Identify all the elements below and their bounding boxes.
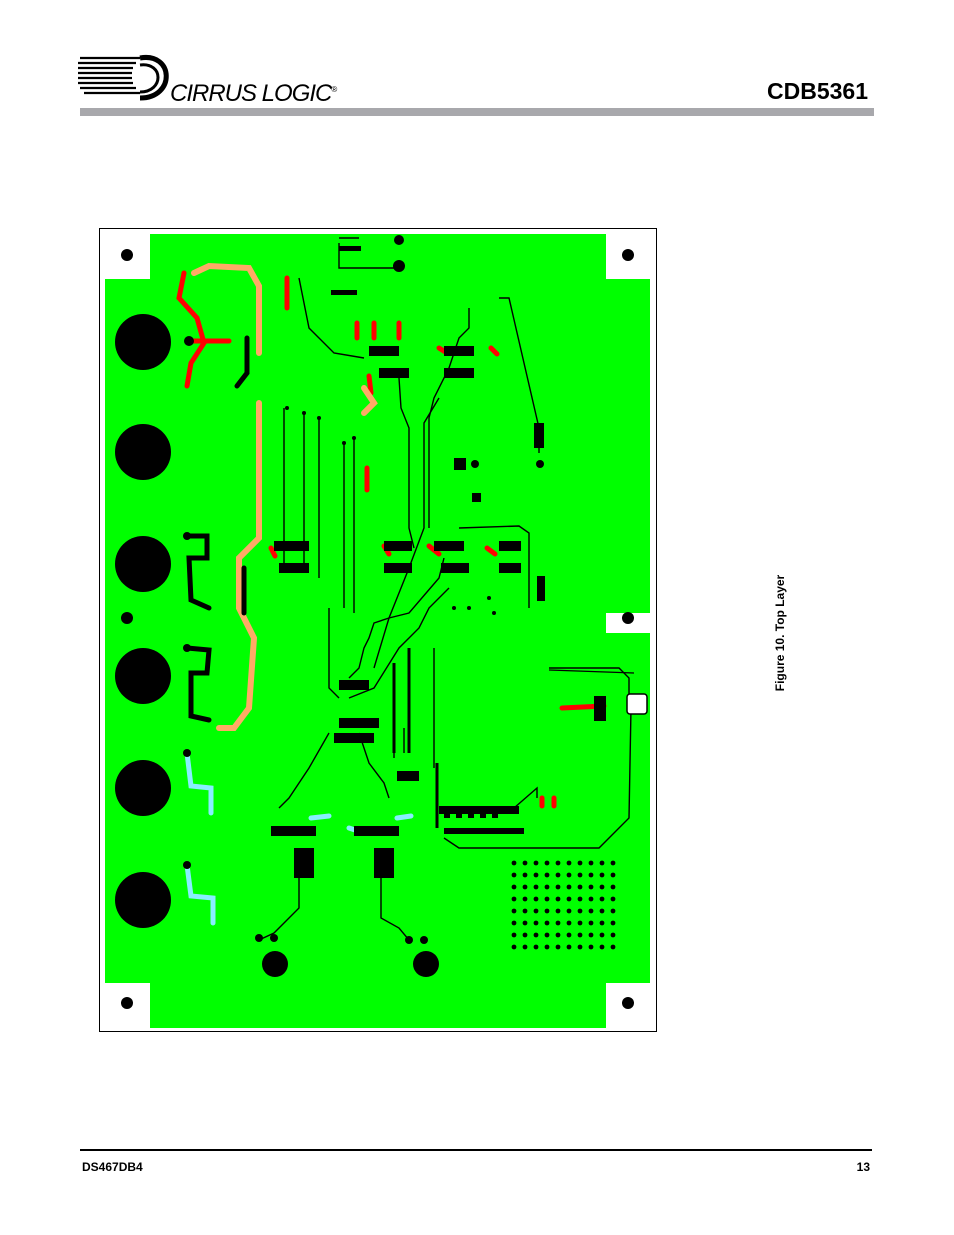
figure-caption-text: Figure 10. Top Layer	[773, 575, 787, 691]
company-name: CIRRUS LOGIC	[170, 80, 331, 107]
company-wordmark: CIRRUS LOGIC®	[170, 80, 336, 108]
header-divider	[80, 108, 874, 116]
logo-swirl-icon	[78, 48, 178, 108]
footer-divider	[80, 1149, 872, 1151]
page-number: 13	[857, 1160, 870, 1174]
registered-mark: ®	[331, 85, 336, 94]
product-title: CDB5361	[767, 78, 868, 105]
pcb-top-layer-figure	[99, 228, 657, 1032]
document-id: DS467DB4	[82, 1160, 143, 1174]
